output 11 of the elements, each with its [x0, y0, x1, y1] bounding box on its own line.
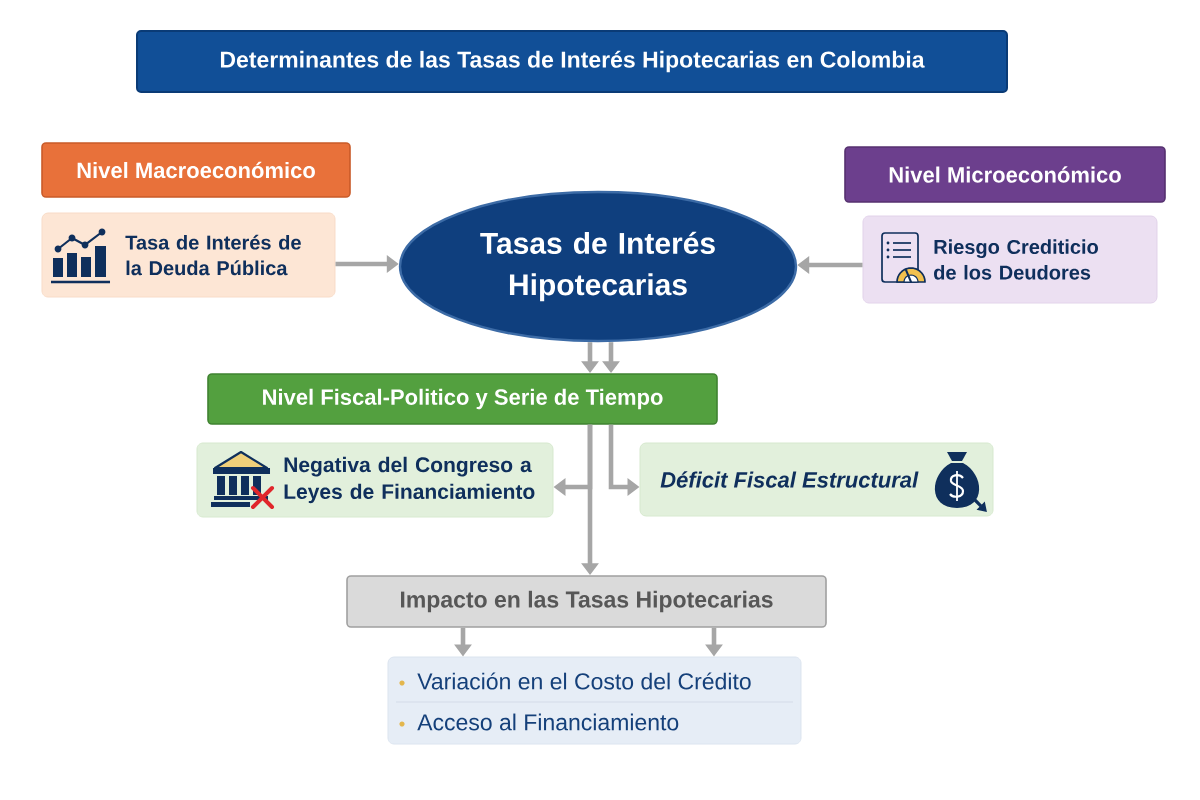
- section-header: Nivel Microeconómico: [844, 146, 1166, 203]
- title-banner: Determinantes de las Tasas de Interés Hipotecarias en Colombia: [136, 30, 1008, 93]
- section-header: Nivel Fiscal-Politico y Serie de Tiempo: [207, 373, 718, 425]
- factor-box: Tasa de Interés de la Deuda Pública: [41, 212, 336, 298]
- impact-box: Impacto en las Tasas Hipotecarias: [346, 575, 827, 628]
- factor-box: Déficit Fiscal Estructural: [639, 442, 994, 517]
- list-item: Variación en el Costo del Crédito: [417, 672, 751, 690]
- section-header: Nivel Macroeconómico: [41, 142, 351, 198]
- list-item: Acceso al Financiamiento: [417, 713, 679, 731]
- factor-box: Negativa del Congreso a Leyes de Financiamiento: [196, 442, 554, 518]
- factor-box: Riesgo Crediticio de los Deudores: [862, 215, 1158, 304]
